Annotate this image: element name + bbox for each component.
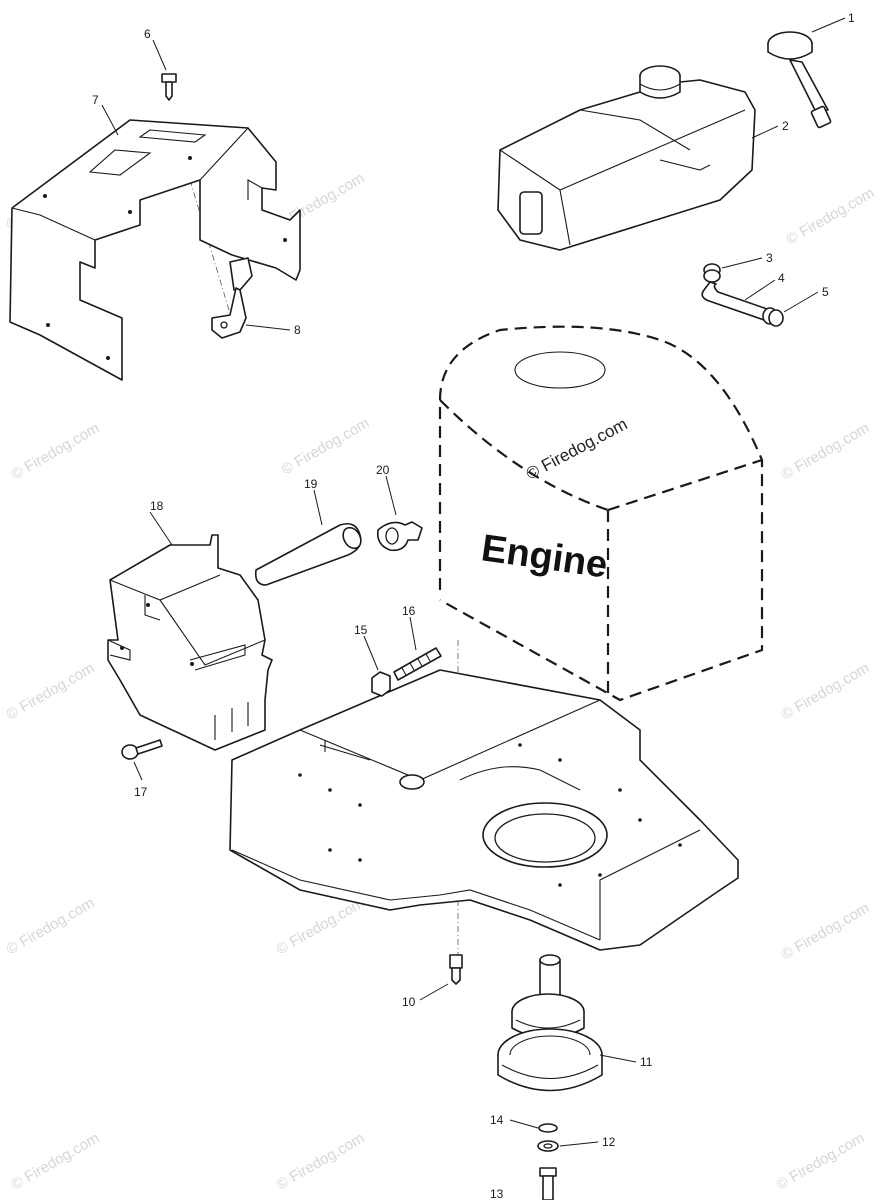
callout-11: 11 [640,1055,653,1069]
callout-4: 4 [778,271,785,285]
mower-frame [229,669,739,951]
fuel-tank [497,65,756,251]
watermark: © Firedog.com [4,894,98,958]
callout-6: 6 [144,27,151,41]
watermark: © Firedog.com [774,1129,868,1193]
muffler-guard [107,534,273,751]
screw-6 [161,73,177,101]
center-line [189,179,233,321]
watermark: © Firedog.com [9,419,103,483]
callout-3: 3 [766,251,773,265]
callout-8: 8 [294,323,301,337]
watermark: © Firedog.com [784,184,878,248]
screw-10 [449,954,463,985]
exhaust-clamp [376,521,423,552]
watermark-main: © Firedog.com [523,414,631,483]
pulley-assembly [497,954,603,1092]
watermark: © Firedog.com [274,894,368,958]
nut-15 [371,671,391,697]
fuel-cap [767,31,832,129]
stud-16 [393,647,442,681]
callouts: 1 2 3 4 5 6 7 8 10 11 12 13 14 15 16 17 … [92,11,855,1200]
watermark: © Firedog.com [9,1129,103,1193]
exhaust-pipe [254,522,362,586]
watermark: © Firedog.com [779,899,873,963]
callout-19: 19 [304,477,318,491]
callout-17: 17 [134,785,148,799]
callout-7: 7 [92,93,99,107]
callout-1: 1 [848,11,855,25]
dash-panel-bracket [9,119,301,381]
callout-2: 2 [782,119,789,133]
watermark: © Firedog.com [274,1129,368,1193]
watermark: © Firedog.com [279,414,373,478]
watermark: © Firedog.com [779,419,873,483]
ignition-switch [211,257,253,339]
leader-lines [101,17,846,1147]
callout-15: 15 [354,623,368,637]
callout-13: 13 [490,1187,504,1200]
callout-5: 5 [822,285,829,299]
bolt-17 [121,739,163,760]
callout-14: 14 [490,1113,504,1127]
callout-12: 12 [602,1135,616,1149]
watermark: © Firedog.com [779,659,873,723]
engine-outline: Engine © Firedog.com [438,325,764,702]
washers-and-bolt [537,1123,559,1200]
engine-label: Engine [479,527,610,586]
callout-16: 16 [402,604,416,618]
fuel-line-assembly [701,263,784,327]
watermark: © Firedog.com [4,659,98,723]
callout-18: 18 [150,499,164,513]
callout-20: 20 [376,463,390,477]
callout-10: 10 [402,995,416,1009]
